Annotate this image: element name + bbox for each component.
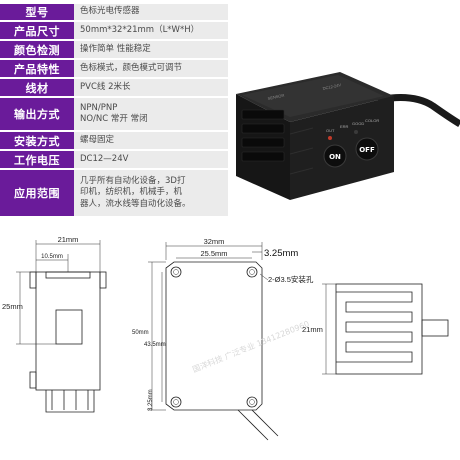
dim-side-inner: 10.5mm	[41, 254, 63, 260]
mount-hole	[246, 266, 258, 278]
spec-label: 工作电压	[0, 151, 74, 168]
spec-value: DC12—24V	[74, 151, 228, 168]
dim-front-inner: 25.5mm	[200, 249, 227, 258]
spec-row-output: 输出方式 NPN/PNP NO/NC 常开 常闭	[0, 98, 228, 130]
spec-value: 螺母固定	[74, 132, 228, 149]
dim-side-width: 21mm	[58, 235, 79, 244]
spec-line: 印机，纺织机，机械手，机	[80, 187, 183, 198]
spec-row-features: 产品特性 色标模式，颜色模式可调节	[0, 60, 228, 77]
spec-value: 几乎所有自动化设备，3D打 印机，纺织机，机械手，机 器人，流水线等自动化设备。	[74, 170, 228, 216]
sensor-cable	[377, 94, 460, 128]
indicator-label: COLOR	[365, 118, 379, 123]
spec-row-mounting: 安装方式 螺母固定	[0, 132, 228, 149]
spec-label: 产品特性	[0, 60, 74, 77]
mount-hole	[246, 396, 258, 408]
spec-value: NPN/PNP NO/NC 常开 常闭	[74, 98, 228, 130]
dim-front-inner-height: 43.5mm	[144, 342, 166, 348]
on-button[interactable]: ON	[323, 144, 347, 168]
off-button[interactable]: OFF	[355, 137, 379, 161]
on-button-label: ON	[329, 153, 341, 161]
top-fins	[336, 291, 413, 363]
mount-hole	[170, 266, 182, 278]
dim-front-width: 32mm	[204, 237, 225, 246]
spec-row-color-detect: 颜色检测 操作简单 性能稳定	[0, 41, 228, 58]
spec-line: NO/NC 常开 常闭	[80, 114, 148, 124]
spec-label: 型号	[0, 4, 74, 20]
cable-exit	[237, 409, 279, 441]
spec-line: 色标模式，颜色模式可调节	[80, 62, 183, 73]
spec-value: 色标光电传感器	[74, 4, 228, 20]
dim-front-bottom: 3.25mm	[148, 389, 154, 411]
off-button-label: OFF	[359, 146, 375, 154]
dim-front-height: 50mm	[132, 330, 149, 336]
led-indicator	[354, 130, 358, 134]
front-body-outline	[165, 261, 263, 411]
mount-hole	[170, 396, 182, 408]
spec-row-cable: 线材 PVC线 2米长	[0, 79, 228, 96]
spec-label: 输出方式	[0, 98, 74, 130]
spec-label: 安装方式	[0, 132, 74, 149]
spec-row-voltage: 工作电压 DC12—24V	[0, 151, 228, 168]
spec-label: 应用范围	[0, 170, 74, 216]
spec-label: 颜色检测	[0, 41, 74, 58]
spec-value: 50mm*32*21mm（L*W*H）	[74, 22, 228, 39]
spec-label: 线材	[0, 79, 74, 96]
side-view-drawing: 21mm 10.5mm 25mm	[2, 235, 107, 413]
front-view-drawing: 32mm 25.5mm 3.25mm 2-Ø3.5安装孔 50mm 43.5mm…	[132, 237, 314, 441]
top-cable-stub	[421, 319, 449, 337]
led-indicator	[328, 136, 332, 140]
top-label: SENSOR DC12-24V	[267, 82, 342, 101]
dim-front-offset: 3.25mm	[264, 248, 298, 259]
spec-line: 几乎所有自动化设备，3D打	[80, 175, 186, 186]
spec-row-model: 型号 色标光电传感器	[0, 4, 228, 20]
spec-value: 色标模式，颜色模式可调节	[74, 60, 228, 77]
dim-top-height: 21mm	[302, 325, 323, 334]
indicator-label: OUT	[326, 128, 335, 133]
vent-slots	[241, 109, 285, 162]
spec-line: 50mm*32*21mm（L*W*H）	[80, 24, 200, 35]
spec-line: 器人，流水线等自动化设备。	[80, 198, 191, 209]
spec-row-application: 应用范围 几乎所有自动化设备，3D打 印机，纺织机，机械手，机 器人，流水线等自…	[0, 170, 228, 216]
top-body-outline	[335, 283, 423, 375]
svg-text:DC12-24V: DC12-24V	[322, 82, 342, 91]
indicator-label: GOOD	[352, 121, 364, 126]
spec-line: 螺母固定	[80, 134, 115, 145]
spec-line: DC12—24V	[80, 153, 129, 164]
spec-line: 操作简单 性能稳定	[80, 43, 151, 54]
dim-mount-holes: 2-Ø3.5安装孔	[268, 274, 314, 284]
spec-value: 操作简单 性能稳定	[74, 41, 228, 58]
spec-row-size: 产品尺寸 50mm*32*21mm（L*W*H）	[0, 22, 228, 39]
dim-side-height: 25mm	[2, 302, 23, 311]
spec-table: 型号 色标光电传感器 产品尺寸 50mm*32*21mm（L*W*H） 颜色检测…	[0, 4, 228, 218]
watermark: 国洋科技 广泛专业 13412280960	[191, 318, 311, 374]
spec-label: 产品尺寸	[0, 22, 74, 39]
top-view-drawing: 21mm	[302, 283, 449, 375]
svg-text:SENSOR: SENSOR	[267, 93, 285, 101]
spec-line: NPN/PNP	[80, 102, 118, 113]
indicator-label: ERR	[340, 124, 349, 129]
spec-value: PVC线 2米长	[74, 79, 228, 96]
side-window	[55, 309, 83, 345]
spec-line: PVC线 2米长	[80, 81, 131, 92]
sensor-photo: SENSOR DC12-24V OUT ERR GOOD COLOR ON OF…	[236, 72, 460, 200]
side-body-outline	[35, 271, 101, 391]
spec-line: 色标光电传感器	[80, 6, 140, 17]
